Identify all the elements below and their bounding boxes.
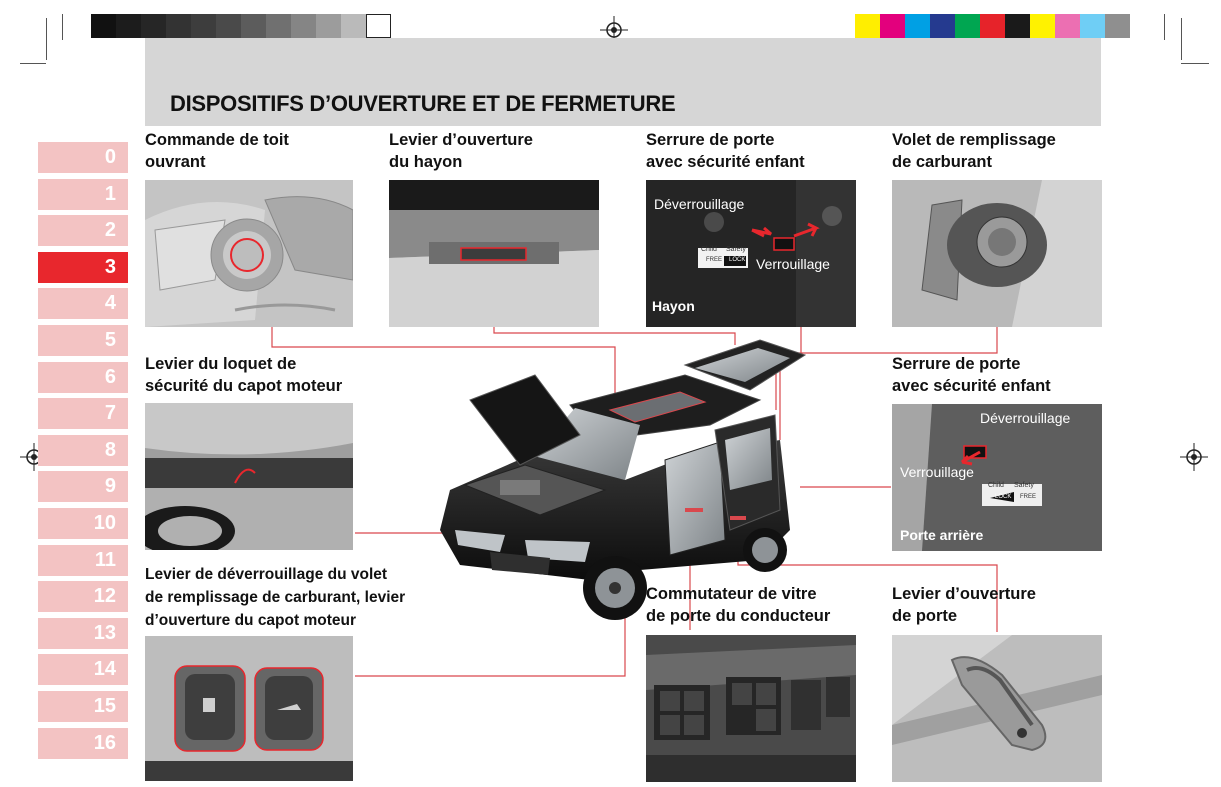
chapter-tab-9[interactable]: 9 xyxy=(38,471,128,502)
chapter-tab-8[interactable]: 8 xyxy=(38,435,128,466)
childlock-rear-sticker-free: FREE xyxy=(1020,494,1037,500)
sunroof-switch-photo xyxy=(145,180,353,327)
color-swatch-4 xyxy=(955,14,980,38)
chapter-tab-14[interactable]: 14 xyxy=(38,654,128,685)
chapter-tab-1[interactable]: 1 xyxy=(38,179,128,210)
chapter-tab-0[interactable]: 0 xyxy=(38,142,128,173)
chapter-tab-7[interactable]: 7 xyxy=(38,398,128,429)
crop-mark-top-left-v xyxy=(62,14,63,40)
gray-swatch-7 xyxy=(266,14,291,38)
chapter-tab-4[interactable]: 4 xyxy=(38,288,128,319)
chapter-tab-3[interactable]: 3 xyxy=(38,252,128,283)
childlock-tailgate-unlock-text: Déverrouillage xyxy=(654,196,745,212)
chapter-tab-13[interactable]: 13 xyxy=(38,618,128,649)
childlock-tailgate-sticker-child: Child xyxy=(701,246,717,253)
crop-mark-top-left xyxy=(20,18,47,60)
chapter-tab-11[interactable]: 11 xyxy=(38,545,128,576)
gray-swatch-3 xyxy=(166,14,191,38)
crop-mark-top-left-h xyxy=(20,63,46,64)
childlock-tailgate-photo: Déverrouillage Verrouillage Child Safety… xyxy=(646,180,856,327)
gray-swatch-11 xyxy=(366,14,391,38)
car-illustration xyxy=(440,339,807,620)
fuel-hood-release-label: Levier de déverrouillage du volet de rem… xyxy=(145,566,406,629)
gray-swatch-10 xyxy=(341,14,366,38)
childlock-rear-caption: Porte arrière xyxy=(900,527,984,543)
crop-mark-top-right-h xyxy=(1181,63,1209,64)
color-swatch-8 xyxy=(1055,14,1080,38)
gray-swatch-1 xyxy=(116,14,141,38)
gray-swatch-5 xyxy=(216,14,241,38)
childlock-rear-sticker-safety: Safety xyxy=(1014,482,1034,489)
color-calibration-strip xyxy=(855,14,1130,38)
color-swatch-9 xyxy=(1080,14,1105,38)
color-swatch-6 xyxy=(1005,14,1030,38)
childlock-rear-sticker-child: Child xyxy=(988,482,1004,489)
color-swatch-3 xyxy=(930,14,955,38)
gray-calibration-strip xyxy=(91,14,391,38)
crop-mark-top-right xyxy=(1181,18,1182,60)
childlock-rear-lock-text: Verrouillage xyxy=(900,464,974,480)
gray-swatch-2 xyxy=(141,14,166,38)
chapter-tab-15[interactable]: 15 xyxy=(38,691,128,722)
childlock-tailgate-sticker-safety: Safety xyxy=(726,246,746,253)
crop-mark-top-right-v xyxy=(1164,14,1165,40)
childlock-rear-unlock-text: Déverrouillage xyxy=(980,410,1071,426)
childlock-tailgate-caption: Hayon xyxy=(652,298,695,314)
color-swatch-2 xyxy=(905,14,930,38)
chapter-tab-6[interactable]: 6 xyxy=(38,362,128,393)
color-swatch-5 xyxy=(980,14,1005,38)
color-swatch-10 xyxy=(1105,14,1130,38)
gray-swatch-6 xyxy=(241,14,266,38)
fuel-hood-release-photo xyxy=(145,636,353,781)
gray-swatch-8 xyxy=(291,14,316,38)
gray-swatch-9 xyxy=(316,14,341,38)
chapter-tab-16[interactable]: 16 xyxy=(38,728,128,759)
page-title: DISPOSITIFS D’OUVERTURE ET DE FERMETURE xyxy=(170,91,676,116)
childlock-rear-sticker-lock: LOCK xyxy=(995,494,1012,500)
window-switch-photo xyxy=(646,635,856,782)
chapter-tab-10[interactable]: 10 xyxy=(38,508,128,539)
chapter-tab-5[interactable]: 5 xyxy=(38,325,128,356)
header-band xyxy=(145,38,1101,126)
childlock-tailgate-lock-text: Verrouillage xyxy=(756,256,830,272)
registration-target-icon xyxy=(600,16,628,44)
childlock-rear-photo: Déverrouillage Verrouillage Child Safety… xyxy=(892,404,1102,551)
childlock-tailgate-sticker-free: FREE xyxy=(706,257,723,263)
gray-swatch-4 xyxy=(191,14,216,38)
gray-swatch-0 xyxy=(91,14,116,38)
tailgate-lever-photo xyxy=(389,180,599,327)
color-swatch-1 xyxy=(880,14,905,38)
registration-target-right-icon xyxy=(1180,443,1208,471)
chapter-tab-12[interactable]: 12 xyxy=(38,581,128,612)
color-swatch-0 xyxy=(855,14,880,38)
chapter-tab-2[interactable]: 2 xyxy=(38,215,128,246)
door-handle-photo xyxy=(892,635,1102,782)
hood-latch-photo xyxy=(145,403,353,550)
color-swatch-7 xyxy=(1030,14,1055,38)
childlock-tailgate-sticker-lock: LOCK xyxy=(729,257,746,263)
fuel-flap-photo xyxy=(892,180,1102,327)
